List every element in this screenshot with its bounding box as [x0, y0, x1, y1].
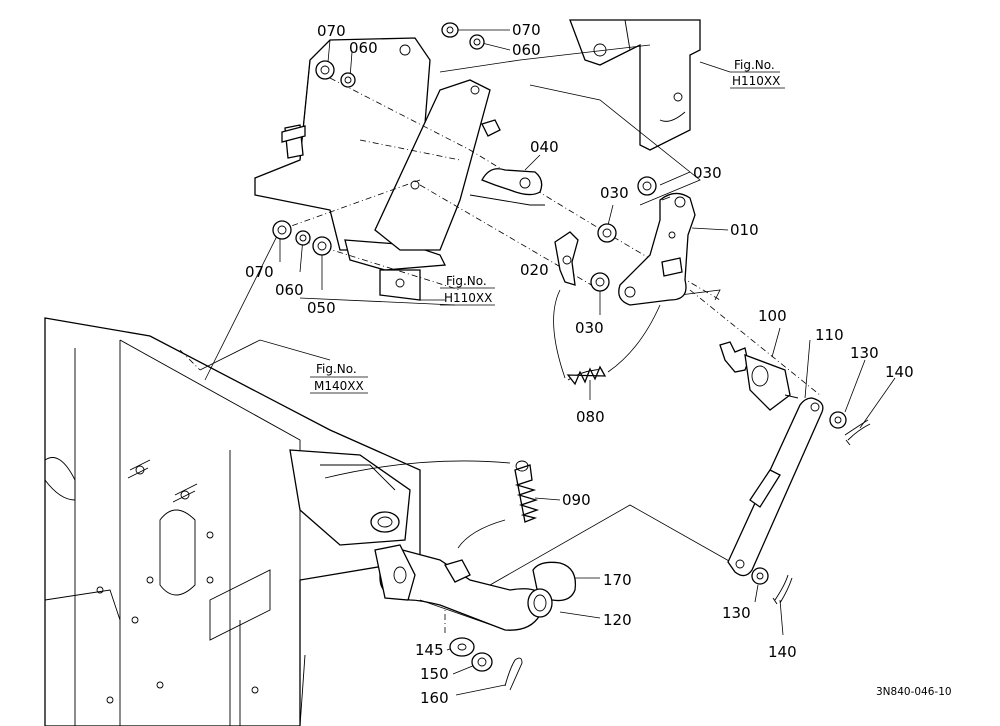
washer-145 — [449, 637, 475, 657]
washer-030-a — [637, 176, 657, 196]
callout-060-left: 060 — [349, 39, 378, 57]
cotter-pin-160 — [504, 657, 523, 691]
callout-030-b: 030 — [600, 184, 629, 202]
callout-020: 020 — [520, 261, 549, 279]
callout-160: 160 — [420, 689, 449, 707]
leader-lines — [199, 29, 896, 696]
washer-130-top — [829, 411, 847, 429]
arm-010 — [618, 192, 696, 306]
lever-020 — [554, 231, 579, 286]
chassis-frame — [44, 317, 421, 726]
washer-150 — [471, 652, 493, 672]
fig-ref-top-right-label: Fig.No. — [734, 58, 775, 72]
lock-washer-060-top — [469, 34, 485, 50]
nut-070-lower — [272, 220, 292, 240]
fig-ref-mid — [440, 287, 495, 306]
fig-ref-left-code: M140XX — [314, 379, 364, 393]
callout-030-a: 030 — [693, 164, 722, 182]
nut-on-bracket — [481, 119, 501, 137]
fig-ref-top-right-code: H110XX — [732, 74, 780, 88]
washer-030-b — [597, 223, 617, 243]
fig-ref-top-right — [699, 61, 785, 89]
callout-070-lower: 070 — [245, 263, 274, 281]
plate-040 — [469, 168, 545, 206]
callout-070-top: 070 — [512, 21, 541, 39]
lock-washer-060-lower — [295, 230, 311, 246]
callout-140-bottom: 140 — [768, 643, 797, 661]
nut-070-top — [441, 22, 459, 38]
callout-140-top: 140 — [885, 363, 914, 381]
bolt — [281, 124, 306, 159]
callout-170: 170 — [603, 571, 632, 589]
callout-100: 100 — [758, 307, 787, 325]
washer-130-bottom — [751, 567, 769, 585]
callout-070-left: 070 — [317, 22, 346, 40]
fig-ref-mid-label: Fig.No. — [446, 274, 487, 288]
callout-030-c: 030 — [575, 319, 604, 337]
fig-ref-mid-code: H110XX — [444, 291, 492, 305]
fig-ref-left-label: Fig.No. — [316, 362, 357, 376]
callout-060-top: 060 — [512, 41, 541, 59]
callout-050: 050 — [307, 299, 336, 317]
fig-ref-left — [310, 376, 368, 394]
callout-040: 040 — [530, 138, 559, 156]
rod-110 — [727, 397, 824, 577]
callout-110: 110 — [815, 326, 844, 344]
diagram-code: 3N840-046-10 — [876, 686, 952, 698]
washer-050 — [312, 236, 332, 256]
callout-060-lower: 060 — [275, 281, 304, 299]
pedal-pivot-boss — [289, 449, 411, 546]
upper-bracket — [254, 37, 491, 301]
callout-090: 090 — [562, 491, 591, 509]
callout-120: 120 — [603, 611, 632, 629]
lock-washer-060-left — [340, 72, 356, 88]
callout-010: 010 — [730, 221, 759, 239]
clip-140-bottom — [772, 574, 793, 605]
pedal-pad-170 — [527, 561, 577, 618]
washer-030-c — [590, 272, 610, 292]
callout-145: 145 — [415, 641, 444, 659]
pin-100 — [719, 341, 799, 411]
clip-140-top — [844, 419, 871, 446]
callout-130-top: 130 — [850, 344, 879, 362]
nut-070-left — [315, 60, 335, 80]
spring-090 — [324, 460, 540, 549]
callout-080: 080 — [576, 408, 605, 426]
pedal-arm-120 — [374, 544, 546, 631]
callout-130-bottom: 130 — [722, 604, 751, 622]
callout-150: 150 — [420, 665, 449, 683]
spring-080 — [553, 289, 661, 386]
right-bracket — [569, 19, 701, 151]
